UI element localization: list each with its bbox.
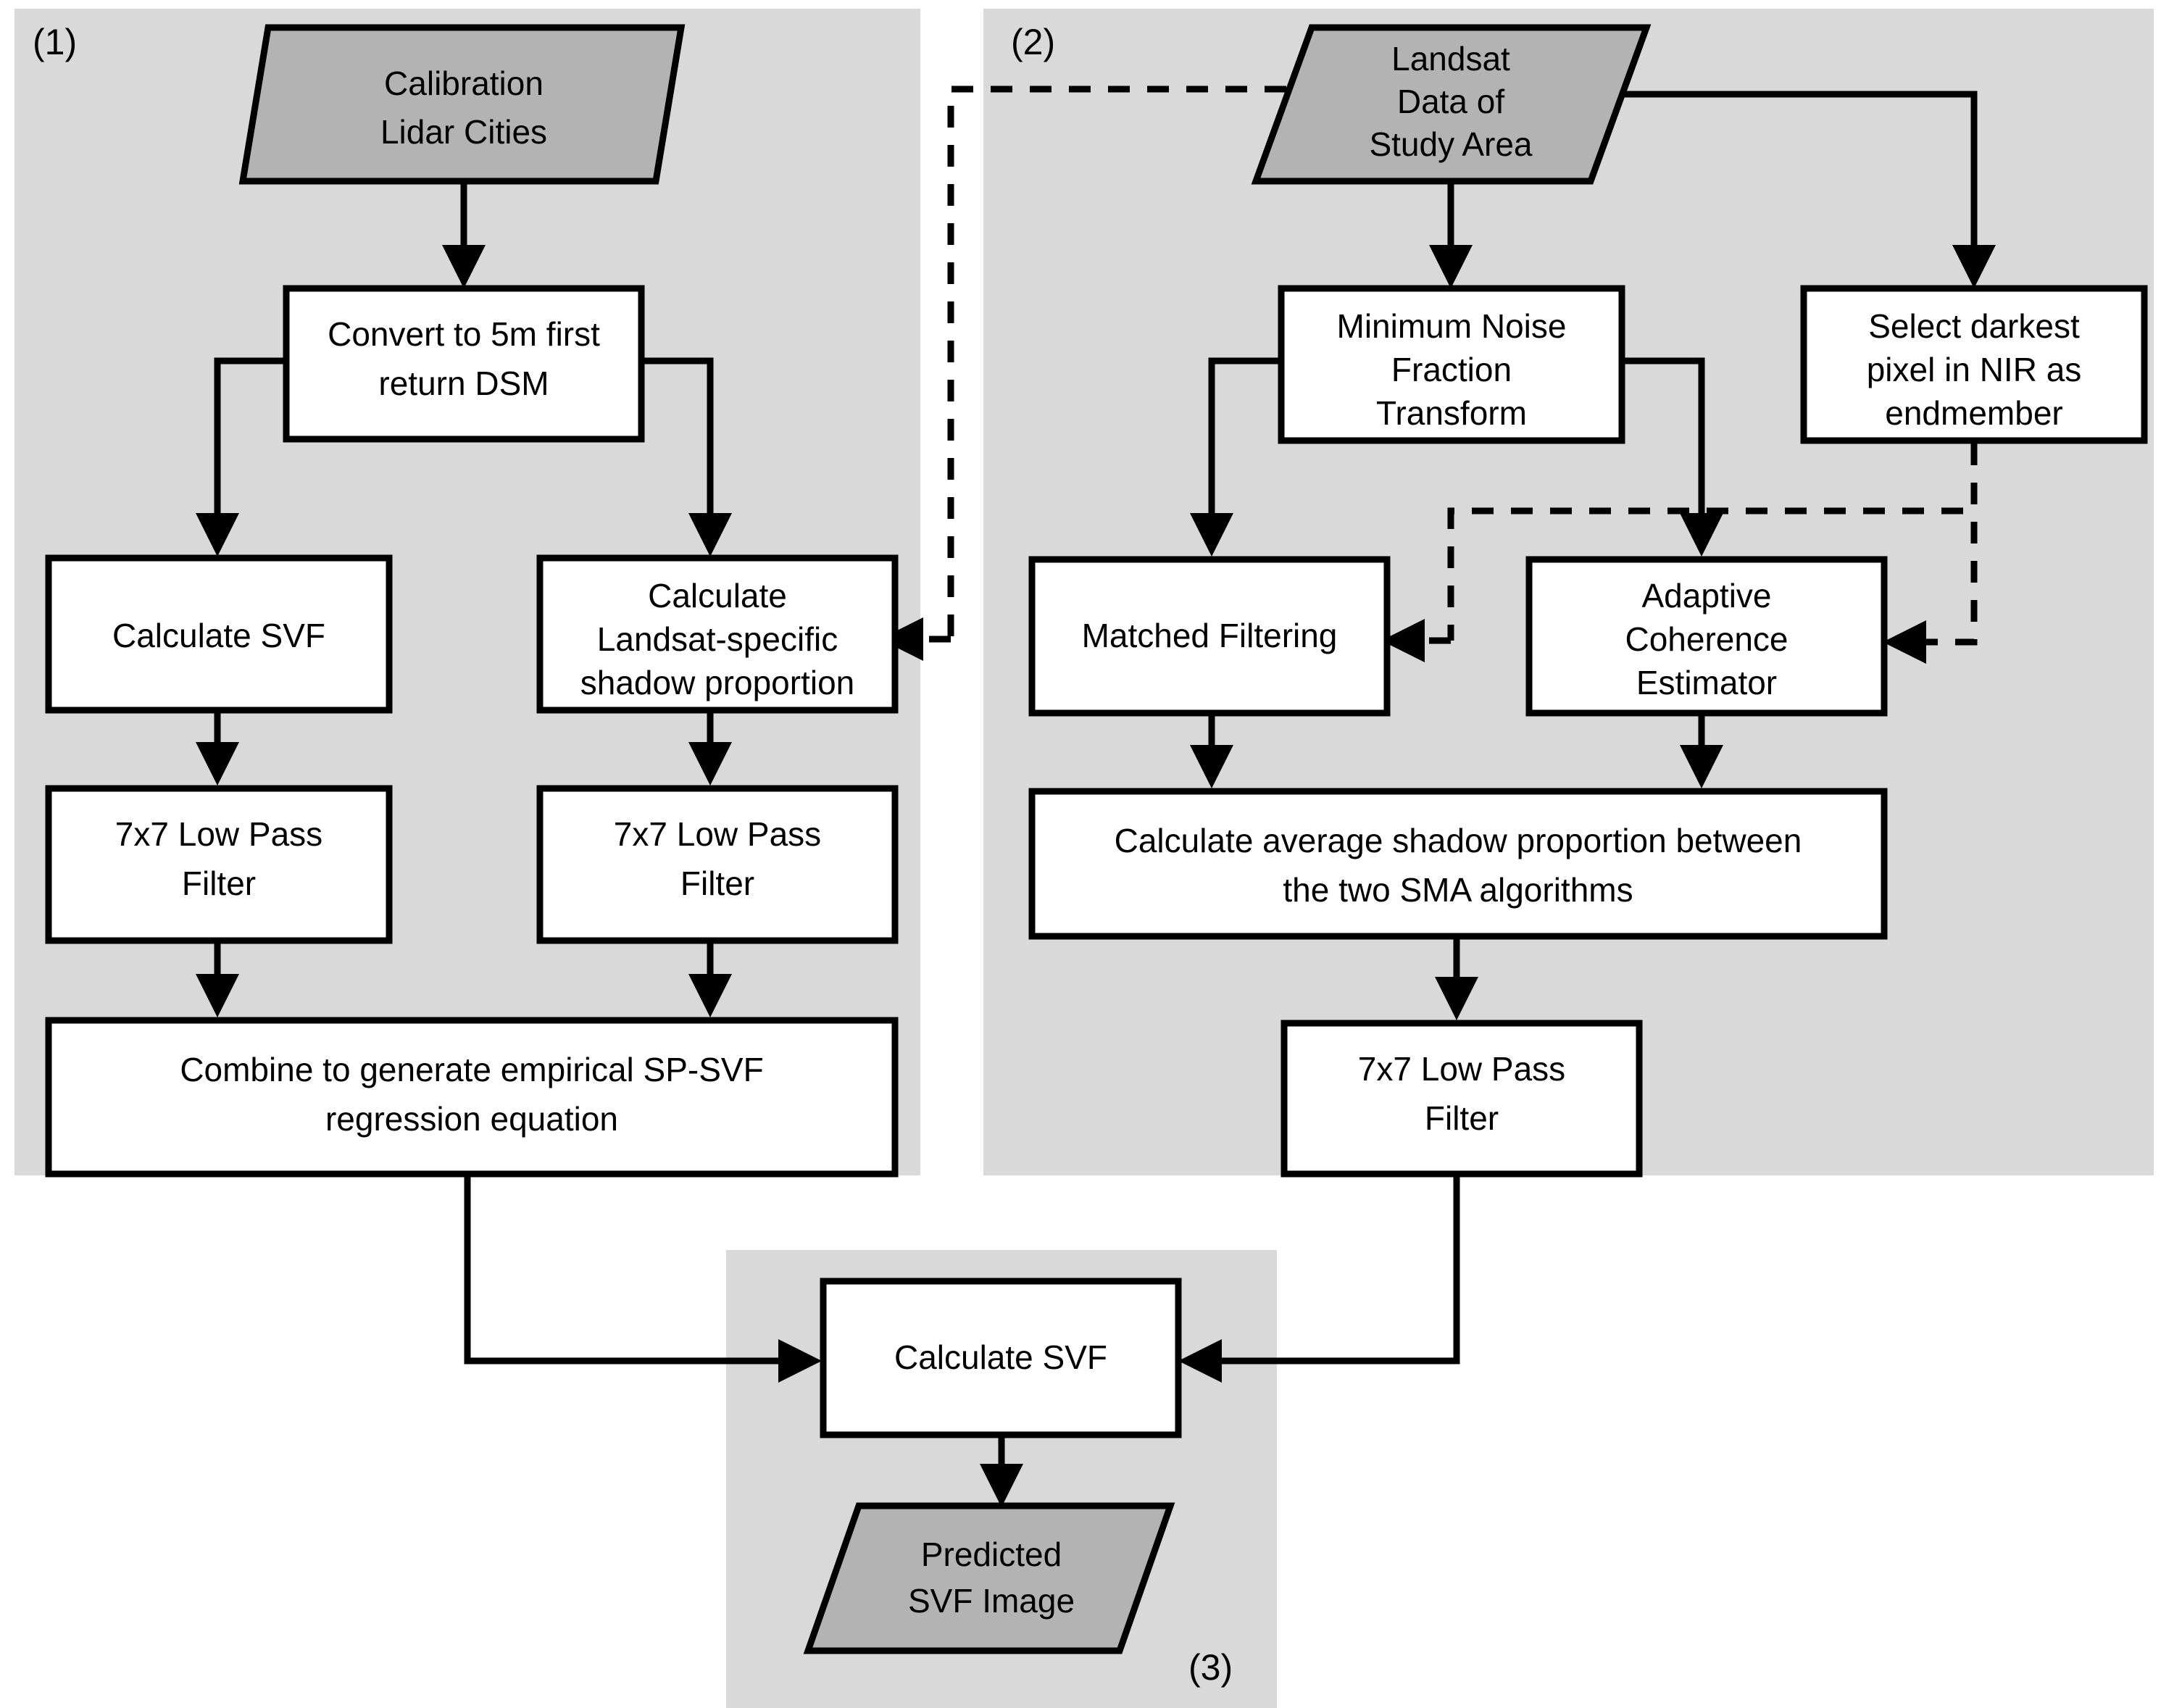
- edge-convert-to-calculate-svf: [196, 357, 286, 557]
- edge-select-darkest-to-adaptive-coherence-dashed: [1883, 443, 1978, 664]
- calibration-lidar-cities-line-1: Calibration: [384, 64, 544, 102]
- calculate-svf-left-line-1: Calculate SVF: [112, 617, 325, 654]
- low-pass-filter-mid-line-1: 7x7 Low Pass: [614, 815, 821, 853]
- node-mnf-transform[interactable]: Minimum Noise Fraction Transform: [1278, 285, 1625, 444]
- edge-lpf-mid-to-combine: [688, 942, 732, 1017]
- low-pass-filter-right-line-2: Filter: [1425, 1099, 1499, 1137]
- node-landsat-data[interactable]: Landsat Data of Study Area: [1251, 24, 1652, 185]
- edge-final-svf-to-predicted-image: [980, 1433, 1023, 1507]
- calculate-landsat-shadow-line-1: Calculate: [648, 577, 787, 615]
- node-low-pass-filter-mid[interactable]: 7x7 Low Pass Filter: [536, 785, 899, 944]
- low-pass-filter-right-line-1: 7x7 Low Pass: [1358, 1050, 1565, 1088]
- edge-adaptive-coherence-to-average: [1680, 716, 1723, 788]
- select-darkest-pixel-line-3: endmember: [1885, 394, 2062, 432]
- calculate-landsat-shadow-line-2: Landsat-specific: [597, 620, 838, 658]
- landsat-data-line-2: Data of: [1397, 83, 1505, 120]
- low-pass-filter-left-line-2: Filter: [182, 865, 256, 902]
- mnf-transform-line-3: Transform: [1376, 394, 1527, 432]
- node-low-pass-filter-right[interactable]: 7x7 Low Pass Filter: [1281, 1020, 1643, 1178]
- select-darkest-pixel-line-1: Select darkest: [1868, 307, 2080, 345]
- edge-landsat-shadow-to-lpf-mid: [688, 713, 732, 786]
- node-adaptive-coherence[interactable]: Adaptive Coherence Estimator: [1525, 556, 1888, 717]
- node-combine-regression[interactable]: Combine to generate empirical SP-SVF reg…: [45, 1017, 899, 1178]
- edge-combine-to-final-svf: [464, 1174, 822, 1383]
- combine-regression-line-2: regression equation: [325, 1100, 618, 1138]
- calculate-landsat-shadow-line-3: shadow proportion: [580, 664, 854, 701]
- landsat-data-line-3: Study Area: [1369, 125, 1532, 163]
- edge-calibration-to-convert: [442, 181, 486, 288]
- calculate-svf-final-line-1: Calculate SVF: [894, 1338, 1107, 1376]
- node-calculate-svf-left[interactable]: Calculate SVF: [45, 554, 393, 714]
- panel-2-label: (2): [1011, 22, 1055, 62]
- edge-convert-to-calculate-landsat-shadow: [641, 357, 732, 557]
- edge-svf-to-lpf-left: [196, 713, 239, 786]
- adaptive-coherence-line-3: Estimator: [1636, 664, 1777, 701]
- combine-regression-line-1: Combine to generate empirical SP-SVF: [180, 1051, 763, 1088]
- node-select-darkest-pixel[interactable]: Select darkest pixel in NIR as endmember: [1800, 285, 2148, 444]
- low-pass-filter-left-line-1: 7x7 Low Pass: [115, 815, 322, 853]
- low-pass-filter-mid-line-2: Filter: [680, 865, 754, 902]
- convert-dsm-line-1: Convert to 5m first: [328, 315, 600, 353]
- panel-1-label: (1): [33, 22, 77, 62]
- adaptive-coherence-line-1: Adaptive: [1641, 577, 1771, 615]
- predicted-svf-image-line-1: Predicted: [921, 1536, 1062, 1573]
- node-calculate-landsat-shadow[interactable]: Calculate Landsat-specific shadow propor…: [536, 554, 899, 714]
- mnf-transform-line-2: Fraction: [1391, 351, 1512, 388]
- edge-lpf-left-to-combine: [196, 942, 239, 1017]
- edge-landsat-to-select-darkest: [1616, 91, 1996, 288]
- node-low-pass-filter-left[interactable]: 7x7 Low Pass Filter: [45, 785, 393, 944]
- node-calculate-svf-final[interactable]: Calculate SVF: [820, 1278, 1182, 1438]
- calibration-lidar-cities-line-2: Lidar Cities: [380, 113, 547, 151]
- node-matched-filtering[interactable]: Matched Filtering: [1028, 556, 1391, 717]
- edge-average-to-lpf-right: [1435, 936, 1478, 1020]
- calculate-average-sma-line-1: Calculate average shadow proportion betw…: [1115, 822, 1802, 859]
- adaptive-coherence-line-2: Coherence: [1625, 620, 1788, 658]
- node-calibration-lidar-cities[interactable]: Calibration Lidar Cities: [238, 24, 686, 185]
- edge-landsat-to-mnf: [1429, 181, 1473, 288]
- edge-landsat-to-landsat-shadow-dashed: [880, 86, 1286, 661]
- node-convert-dsm[interactable]: Convert to 5m first return DSM: [283, 285, 645, 443]
- landsat-data-line-1: Landsat: [1391, 40, 1510, 78]
- matched-filtering-line-1: Matched Filtering: [1082, 617, 1338, 654]
- convert-dsm-line-2: return DSM: [378, 364, 549, 402]
- edge-matched-filtering-to-average: [1190, 716, 1233, 788]
- edge-mnf-to-matched-filtering: [1190, 357, 1281, 557]
- edge-mnf-to-adaptive-coherence: [1622, 357, 1723, 557]
- edge-select-darkest-to-matched-filtering-dashed: [1381, 443, 1978, 662]
- edge-lpf-right-to-final-svf: [1178, 1174, 1460, 1383]
- predicted-svf-image-line-2: SVF Image: [908, 1582, 1075, 1620]
- node-calculate-average-sma[interactable]: Calculate average shadow proportion betw…: [1028, 788, 1888, 940]
- select-darkest-pixel-line-2: pixel in NIR as: [1867, 351, 2082, 388]
- calculate-average-sma-line-2: the two SMA algorithms: [1283, 871, 1633, 909]
- mnf-transform-line-1: Minimum Noise: [1337, 307, 1567, 345]
- panel-3-label: (3): [1188, 1647, 1233, 1688]
- node-predicted-svf-image[interactable]: Predicted SVF Image: [803, 1502, 1175, 1654]
